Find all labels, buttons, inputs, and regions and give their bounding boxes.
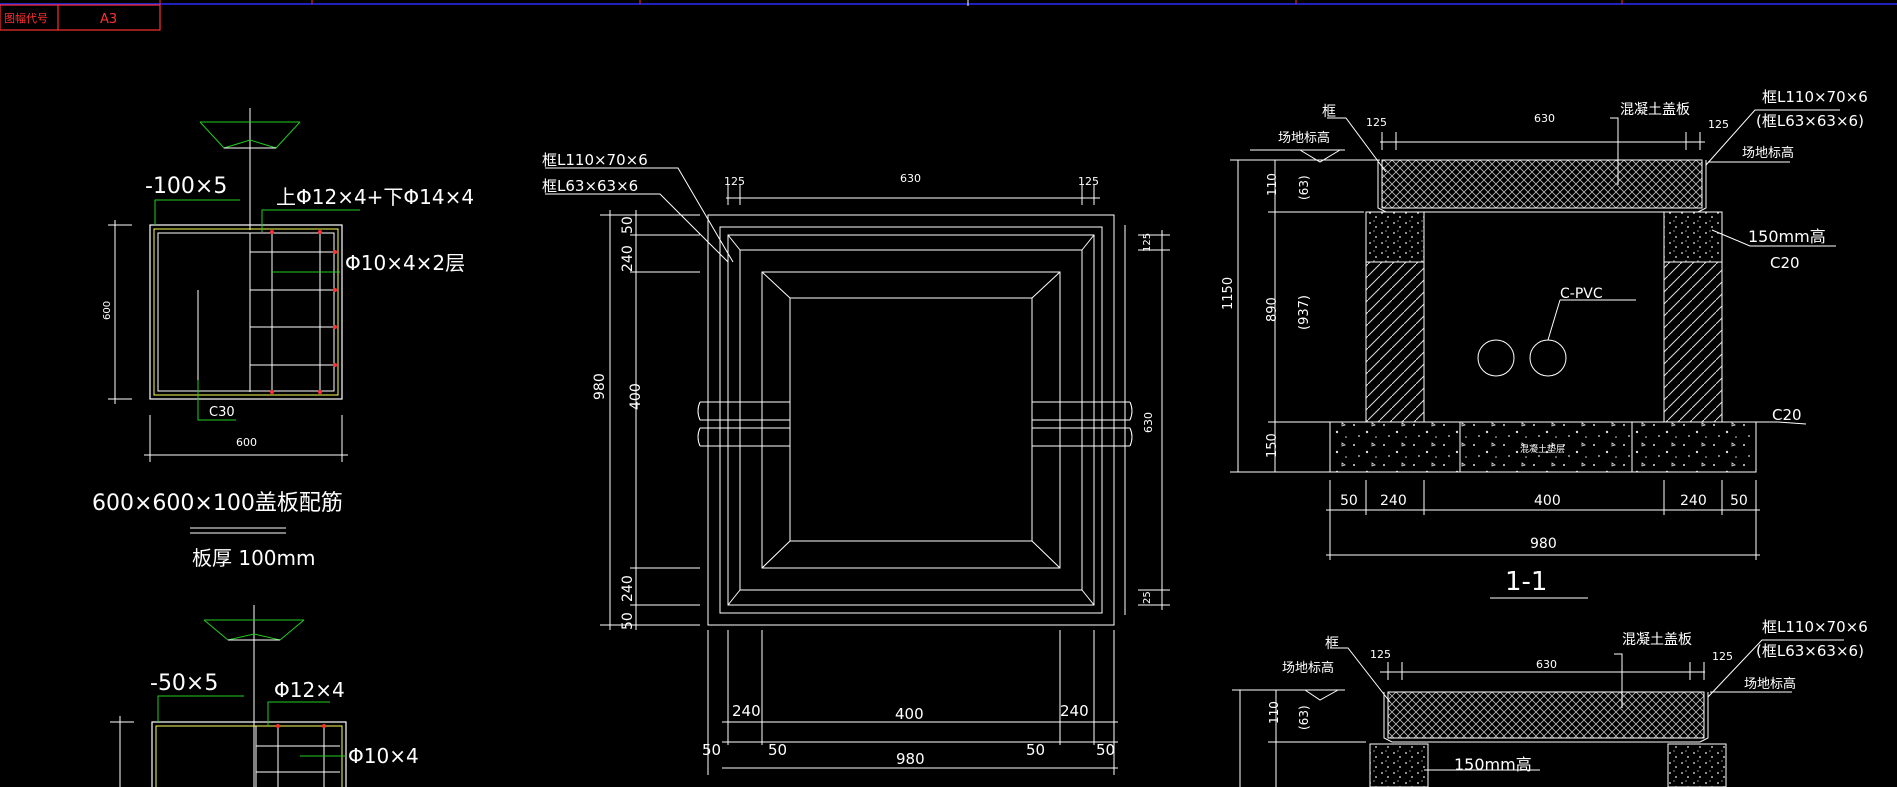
section-frame-label-2: (框L63×63×6) bbox=[1756, 112, 1864, 130]
plan-bottom-dim-1: 240 bbox=[732, 702, 761, 720]
rebar-mid-label-2: Φ10×4 bbox=[348, 744, 419, 768]
section2-top-dim-1: 125 bbox=[1370, 648, 1391, 661]
section-left-dim-2: (63) bbox=[1297, 175, 1311, 200]
rebar-mid-label: Φ10×4×2层 bbox=[345, 251, 465, 275]
section2-frame-label-1: 框L110×70×6 bbox=[1762, 618, 1868, 636]
plate-label: -100×5 bbox=[145, 174, 227, 199]
section-left-dim-1: 110 bbox=[1265, 173, 1279, 196]
plan-bottom-dim-4: 50 bbox=[702, 741, 721, 759]
plan-left-dim-3: 980 bbox=[592, 373, 608, 400]
section-frame-label-1: 框L110×70×6 bbox=[1762, 88, 1868, 106]
cover-plate-detail-2 bbox=[110, 605, 347, 787]
plan-bottom-dim-8: 980 bbox=[896, 750, 925, 768]
plan-bottom-dim-3: 240 bbox=[1060, 702, 1089, 720]
section-base-grade: C20 bbox=[1772, 406, 1802, 424]
section2-curb: 150mm高 bbox=[1454, 755, 1532, 774]
concrete-c30: C30 bbox=[209, 405, 235, 420]
plan-bottom-dim-6: 50 bbox=[1026, 741, 1045, 759]
title-block-value: A3 bbox=[100, 12, 117, 27]
plan-bottom-dim-2: 400 bbox=[895, 705, 924, 723]
section-bottom-dim-6: 980 bbox=[1530, 536, 1557, 552]
section2-ground-left: 场地标高 bbox=[1282, 660, 1334, 676]
section-curb: 150mm高 bbox=[1748, 227, 1826, 246]
plan-right-dim-1: 125 bbox=[1142, 233, 1153, 252]
section-left-dim-4: 890 bbox=[1265, 297, 1280, 322]
plan-right-dim-2: 630 bbox=[1142, 412, 1155, 433]
detail-caption: 600×600×100盖板配筋 bbox=[92, 491, 343, 516]
section-frame: 框 bbox=[1322, 104, 1336, 120]
plan-left-dim-1: 50 bbox=[620, 216, 636, 234]
plan-left-dim-6: 50 bbox=[620, 612, 636, 630]
section-pipe: C-PVC bbox=[1560, 286, 1603, 302]
section-left-dim-5: (937) bbox=[1297, 295, 1312, 330]
section2-left-dim-2: (63) bbox=[1297, 705, 1311, 730]
section2-frame: 框 bbox=[1325, 636, 1339, 652]
dim-height-600: 600 bbox=[102, 301, 113, 320]
title-block: 图幅代号 A3 bbox=[0, 4, 161, 31]
plan-frame-label-1: 框L110×70×6 bbox=[542, 151, 648, 169]
plate-label-2: -50×5 bbox=[150, 671, 218, 696]
section2-top-dim-3: 125 bbox=[1712, 650, 1733, 663]
plan-top-dim-1: 125 bbox=[724, 175, 745, 188]
rebar-top-label: 上Φ12×4+下Φ14×4 bbox=[276, 185, 474, 209]
plan-bottom-dim-7: 50 bbox=[1096, 741, 1115, 759]
section2-cover: 混凝土盖板 bbox=[1622, 632, 1692, 648]
title-block-label: 图幅代号 bbox=[4, 12, 48, 25]
plan-left-dim-4: 400 bbox=[628, 383, 644, 410]
section-top-dim-2: 630 bbox=[1534, 112, 1555, 125]
section-bottom-dim-4: 240 bbox=[1680, 493, 1707, 509]
plan-left-dim-2: 240 bbox=[620, 245, 636, 272]
section-title: 1-1 bbox=[1505, 567, 1547, 597]
section-left-dim-6: 150 bbox=[1265, 433, 1280, 458]
section2-top-dim-2: 630 bbox=[1536, 658, 1557, 671]
section-ground-right: 场地标高 bbox=[1742, 145, 1794, 161]
section-cover: 混凝土盖板 bbox=[1620, 102, 1690, 118]
section-bottom-dim-2: 240 bbox=[1380, 493, 1407, 509]
plan-top-dim-3: 125 bbox=[1078, 175, 1099, 188]
plan-right-dim-3: 25 bbox=[1142, 591, 1153, 604]
plan-left-dim-5: 240 bbox=[620, 575, 636, 602]
section-top-dim-1: 125 bbox=[1366, 116, 1387, 129]
top-border bbox=[0, 0, 1897, 6]
section-left-dim-3: 1150 bbox=[1221, 277, 1236, 310]
detail-caption-sub: 板厚 100mm bbox=[192, 546, 316, 570]
section2-left-dim-1: 110 bbox=[1267, 701, 1281, 724]
section-curb-grade: C20 bbox=[1770, 254, 1800, 272]
section-bottom-dim-5: 50 bbox=[1730, 493, 1748, 509]
section-top-dim-3: 125 bbox=[1708, 118, 1729, 131]
rebar-top-label-2: Φ12×4 bbox=[274, 678, 345, 702]
cover-plate-detail bbox=[108, 108, 360, 534]
section-2 bbox=[1232, 639, 1844, 787]
dim-width-600: 600 bbox=[236, 436, 257, 449]
section-ground-left: 场地标高 bbox=[1278, 130, 1330, 146]
section2-frame-label-2: (框L63×63×6) bbox=[1756, 642, 1864, 660]
section-1-1 bbox=[1230, 109, 1840, 599]
plan-top-dim-2: 630 bbox=[900, 172, 921, 185]
section-base-text: 混凝土垫层 bbox=[1520, 443, 1565, 455]
section2-ground-right: 场地标高 bbox=[1744, 676, 1796, 692]
plan-bottom-dim-5: 50 bbox=[768, 741, 787, 759]
plan-view bbox=[545, 167, 1170, 775]
plan-frame-label-2: 框L63×63×6 bbox=[542, 177, 638, 195]
section-bottom-dim-1: 50 bbox=[1340, 493, 1358, 509]
section-bottom-dim-3: 400 bbox=[1534, 493, 1561, 509]
